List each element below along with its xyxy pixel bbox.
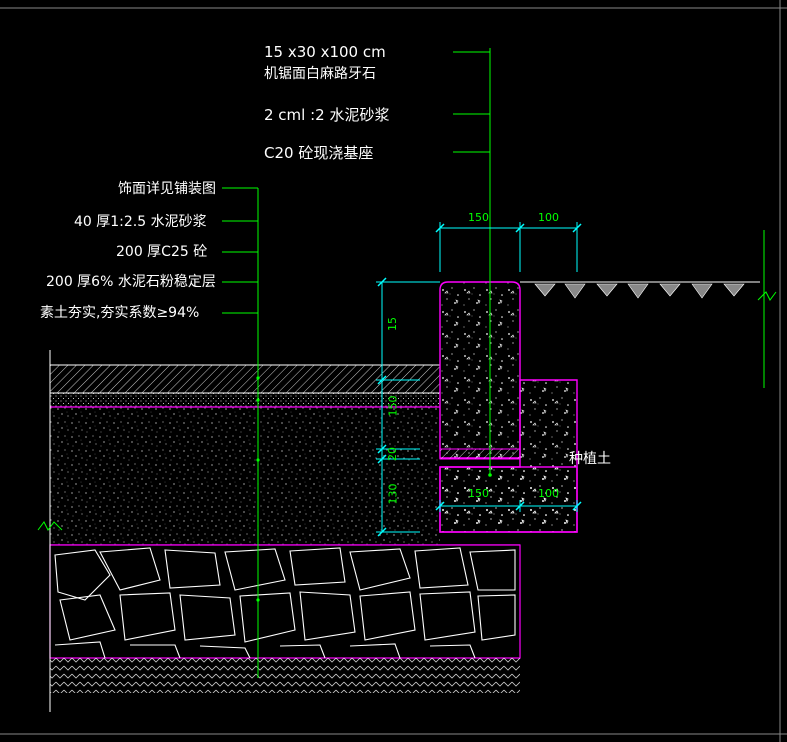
pavement-layer2-label: 40 厚1:2.5 水泥砂浆 bbox=[74, 214, 207, 230]
dim-top-left: 150 bbox=[468, 211, 489, 224]
pavement-layer5-label: 素土夯实,夯实系数≥94% bbox=[40, 305, 200, 321]
dimension-lines bbox=[376, 222, 578, 533]
curb-base-lower bbox=[439, 466, 578, 533]
pavement-layer1-label: 饰面详见铺装图 bbox=[118, 181, 216, 197]
curb-mortar-label: 2 cml :2 水泥砂浆 bbox=[264, 106, 390, 124]
curb-material-label: 机锯面白麻路牙石 bbox=[264, 66, 376, 82]
finish-layer bbox=[49, 364, 441, 394]
curb-size-label: 15 x30 x100 cm bbox=[264, 43, 386, 61]
dim-v4: 130 bbox=[386, 483, 400, 505]
planting-soil-label: 种植土 bbox=[569, 451, 611, 467]
dim-v1: 15 bbox=[386, 317, 399, 331]
dim-bottom-left: 150 bbox=[468, 487, 489, 500]
pavement-layer3-label: 200 厚C25 砼 bbox=[116, 244, 208, 260]
curb-stone bbox=[439, 281, 521, 459]
concrete-layer bbox=[50, 407, 440, 545]
grass bbox=[534, 283, 745, 299]
dimension-ticks bbox=[377, 223, 582, 537]
dim-bottom-right: 100 bbox=[538, 487, 559, 500]
mortar-joint bbox=[439, 448, 521, 460]
dim-v3: 20 bbox=[386, 447, 399, 461]
dim-top-right: 100 bbox=[538, 211, 559, 224]
pavement-layer4-label: 200 厚6% 水泥石粉稳定层 bbox=[46, 274, 216, 290]
curb-base-label: C20 砼现浇基座 bbox=[264, 144, 374, 162]
dim-v2: 150 bbox=[386, 395, 400, 417]
